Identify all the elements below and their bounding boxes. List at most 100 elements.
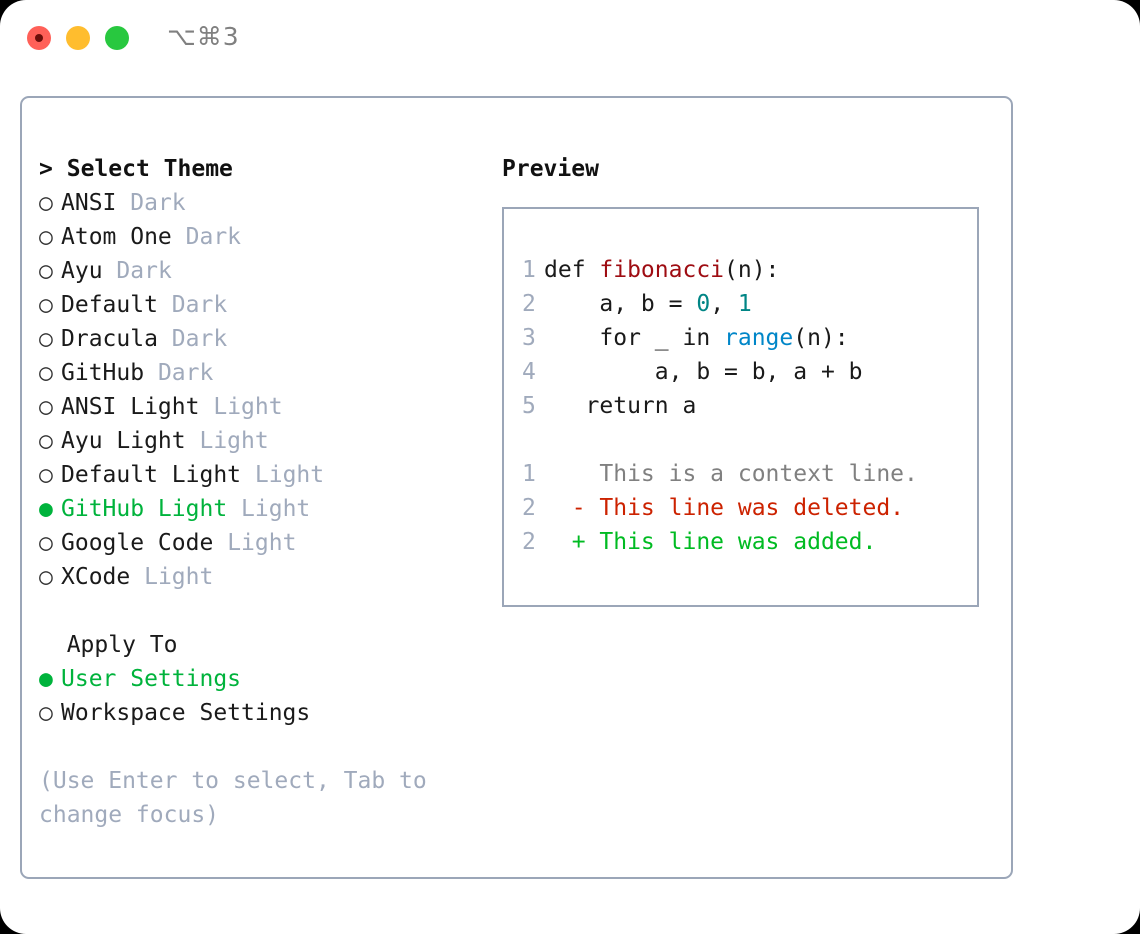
- theme-list-item[interactable]: ○ANSI Dark: [39, 186, 499, 220]
- theme-variant-badge: Light: [254, 462, 325, 488]
- code-token-plain: for _ in: [544, 325, 725, 351]
- code-line: 4 a, b = b, a + b: [522, 355, 977, 389]
- theme-list-item[interactable]: ○ Atom One Dark: [39, 220, 499, 254]
- theme-list-item[interactable]: ○ ANSI Light Light: [39, 390, 499, 424]
- code-token-plain: return a: [544, 393, 697, 419]
- radio-unselected-icon: ○: [39, 564, 53, 590]
- apply-to-list: ● User Settings ○Workspace Settings: [39, 662, 499, 730]
- apply-to-list-item[interactable]: ● User Settings: [39, 662, 499, 696]
- theme-name-label: GitHub: [61, 360, 145, 386]
- theme-name-label: Ayu: [61, 258, 103, 284]
- diff-sign: -: [544, 495, 586, 521]
- close-button[interactable]: [27, 26, 51, 50]
- keyboard-shortcut-label: ⌥⌘3: [167, 22, 240, 51]
- diff-sample: 1 This is a context line.2 - This line w…: [522, 457, 977, 559]
- code-line: 2 a, b = 0, 1: [522, 287, 977, 321]
- diff-line: 2 - This line was deleted.: [522, 491, 977, 525]
- code-token-plain: (n):: [724, 257, 780, 283]
- diff-text: This line was added.: [585, 529, 877, 555]
- theme-list-item[interactable]: ○Google Code Light: [39, 526, 499, 560]
- theme-variant-badge: Dark: [171, 326, 228, 352]
- line-number: 3: [522, 325, 536, 351]
- line-number: 4: [522, 359, 536, 385]
- diff-sign: +: [544, 529, 586, 555]
- maximize-button[interactable]: [105, 26, 129, 50]
- diff-line: 1 This is a context line.: [522, 457, 977, 491]
- diff-line-context: This is a context line.: [544, 461, 918, 487]
- line-number: 2: [522, 495, 536, 521]
- theme-name-label: Default: [61, 292, 158, 318]
- theme-list-item[interactable]: ○ GitHub Dark: [39, 356, 499, 390]
- diff-sign: [544, 461, 586, 487]
- select-theme-title: Select Theme: [66, 156, 233, 182]
- keyboard-hint-text: (Use Enter to select, Tab to change focu…: [39, 768, 427, 828]
- theme-variant-badge: Dark: [157, 360, 214, 386]
- code-token-num: 1: [737, 291, 752, 317]
- line-number: 1: [522, 461, 536, 487]
- theme-list-item[interactable]: ○XCode Light: [39, 560, 499, 594]
- code-token-plain: ,: [710, 291, 738, 317]
- theme-list-item[interactable]: ○ Default Light Light: [39, 458, 499, 492]
- code-token-plain: a, b = b, a + b: [544, 359, 863, 385]
- apply-to-label: User Settings: [61, 666, 242, 692]
- code-token-num: 0: [696, 291, 711, 317]
- radio-unselected-icon: ○: [39, 462, 53, 488]
- code-token-plain: a, b =: [544, 291, 697, 317]
- theme-variant-badge: Light: [144, 564, 214, 590]
- theme-variant-badge: Light: [199, 428, 269, 454]
- theme-list-item[interactable]: ● GitHub Light Light: [39, 492, 499, 526]
- theme-list-item[interactable]: ○ Dracula Dark: [39, 322, 499, 356]
- select-theme-heading: > Select Theme: [39, 152, 499, 186]
- code-token-plain: (n):: [793, 325, 849, 351]
- radio-unselected-icon: ○: [39, 258, 53, 284]
- apply-to-heading: Apply To: [39, 628, 499, 662]
- theme-variant-badge: Dark: [185, 224, 242, 250]
- theme-variant-badge: Light: [227, 530, 297, 556]
- theme-list-item[interactable]: ○ Ayu Dark: [39, 254, 499, 288]
- theme-name-label: GitHub Light: [61, 496, 228, 522]
- radio-selected-icon: ●: [39, 496, 53, 522]
- diff-line-deleted: - This line was deleted.: [544, 495, 904, 521]
- radio-unselected-icon: ○: [39, 326, 53, 352]
- theme-variant-badge: Light: [213, 394, 283, 420]
- theme-name-label: Atom One: [61, 224, 172, 250]
- theme-name-label: Ayu Light: [61, 428, 186, 454]
- diff-line: 2 + This line was added.: [522, 525, 977, 559]
- theme-name-label: Dracula: [61, 326, 158, 352]
- radio-unselected-icon: ○: [39, 394, 53, 420]
- radio-unselected-icon: ○: [39, 700, 53, 726]
- theme-selector-column: > Select Theme ○ANSI Dark○Atom One Dark○…: [39, 152, 499, 832]
- theme-name-label: Google Code: [61, 530, 214, 556]
- preview-title: Preview: [502, 156, 599, 182]
- radio-selected-icon: ●: [39, 666, 53, 692]
- main-panel: > Select Theme ○ANSI Dark○Atom One Dark○…: [20, 96, 1013, 879]
- theme-name-label: ANSI: [61, 190, 117, 216]
- code-line: 3 for _ in range(n):: [522, 321, 977, 355]
- theme-variant-badge: Dark: [116, 258, 172, 284]
- minimize-button[interactable]: [66, 26, 90, 50]
- diff-text: This is a context line.: [585, 461, 918, 487]
- theme-list: ○ANSI Dark○Atom One Dark○Ayu Dark○Defaul…: [39, 186, 499, 594]
- diff-line-added: + This line was added.: [544, 529, 877, 555]
- apply-to-title: Apply To: [66, 632, 178, 658]
- theme-name-label: Default Light: [61, 462, 242, 488]
- theme-list-item[interactable]: ○Ayu Light Light: [39, 424, 499, 458]
- code-token-plain: def: [544, 257, 600, 283]
- code-token-builtin: range: [724, 325, 794, 351]
- radio-unselected-icon: ○: [39, 292, 53, 318]
- line-number: 2: [522, 291, 536, 317]
- radio-unselected-icon: ○: [39, 360, 53, 386]
- theme-name-label: ANSI Light: [61, 394, 200, 420]
- focus-marker-icon: >: [39, 156, 53, 182]
- radio-unselected-icon: ○: [39, 224, 53, 250]
- apply-to-list-item[interactable]: ○Workspace Settings: [39, 696, 499, 730]
- code-token-fn: fibonacci: [599, 257, 725, 283]
- theme-list-item[interactable]: ○Default Dark: [39, 288, 499, 322]
- theme-variant-badge: Dark: [130, 190, 186, 216]
- theme-variant-badge: Light: [241, 496, 311, 522]
